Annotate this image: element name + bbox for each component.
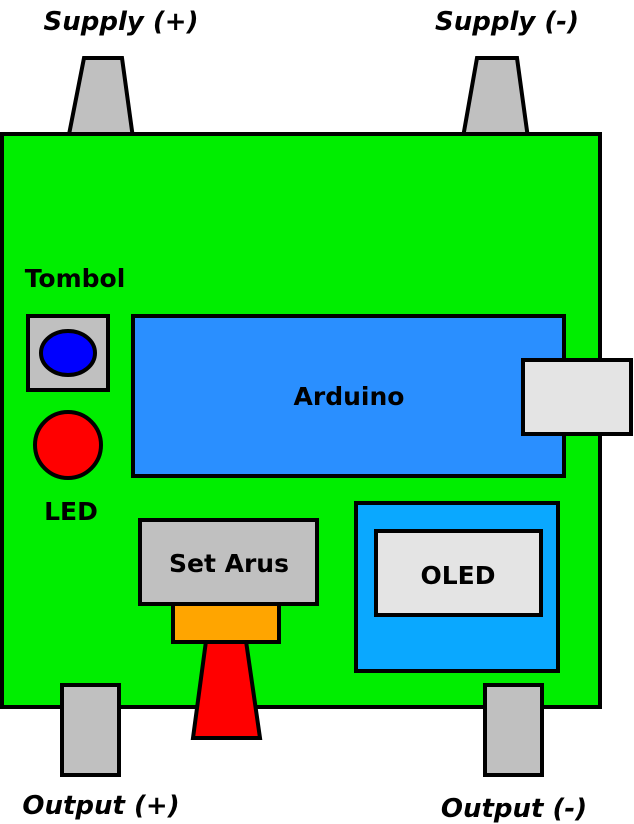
set-current-label: Set Arus — [169, 549, 289, 578]
button-label: Tombol — [25, 264, 126, 293]
supply-minus-label: Supply (-) — [435, 7, 579, 37]
output-plus-label: Output (+) — [22, 791, 179, 821]
arduino-label: Arduino — [294, 382, 405, 411]
led-indicator — [33, 410, 103, 480]
usb-port — [521, 358, 633, 436]
output-plus-terminal — [60, 683, 121, 777]
supply-plus-label: Supply (+) — [44, 7, 199, 37]
output-minus-terminal — [483, 683, 544, 777]
oled-label: OLED — [420, 561, 495, 590]
potentiometer-knob — [190, 639, 263, 740]
oled-screen — [374, 529, 543, 617]
push-button-cap — [39, 329, 97, 377]
set-current-potentiometer — [138, 518, 319, 606]
output-minus-label: Output (-) — [441, 794, 587, 824]
potentiometer-collar — [171, 602, 281, 644]
led-label: LED — [44, 497, 98, 526]
